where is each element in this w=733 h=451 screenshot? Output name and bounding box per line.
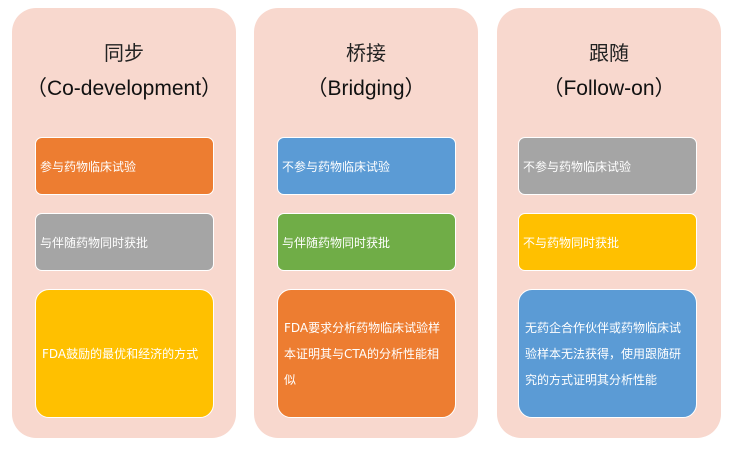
column-title-en: （Bridging） [306, 77, 426, 100]
box-description: FDA要求分析药物临床试验样本证明其与CTA的分析性能相似 [277, 289, 456, 418]
box-clinical-trial: 不参与药物临床试验 [277, 137, 456, 195]
column-title-cn: 跟随 [589, 41, 629, 65]
column-title-cn: 桥接 [346, 41, 386, 65]
column-co-development: 同步 （Co-development） 参与药物临床试验 与伴随药物同时获批 F… [12, 8, 236, 438]
box-description: 无药企合作伙伴或药物临床试验样本无法获得，使用跟随研究的方式证明其分析性能 [518, 289, 697, 418]
box-approval: 与伴随药物同时获批 [35, 213, 214, 271]
column-title-en: （Follow-on） [542, 77, 676, 100]
column-bridging: 桥接 （Bridging） 不参与药物临床试验 与伴随药物同时获批 FDA要求分… [254, 8, 478, 438]
box-clinical-trial: 不参与药物临床试验 [518, 137, 697, 195]
box-description: FDA鼓励的最优和经济的方式 [35, 289, 214, 418]
box-approval: 与伴随药物同时获批 [277, 213, 456, 271]
box-approval: 不与药物同时获批 [518, 213, 697, 271]
column-title-cn: 同步 [104, 41, 144, 65]
box-clinical-trial: 参与药物临床试验 [35, 137, 214, 195]
column-follow-on: 跟随 （Follow-on） 不参与药物临床试验 不与药物同时获批 无药企合作伙… [497, 8, 721, 438]
column-title-en: （Co-development） [25, 77, 223, 100]
